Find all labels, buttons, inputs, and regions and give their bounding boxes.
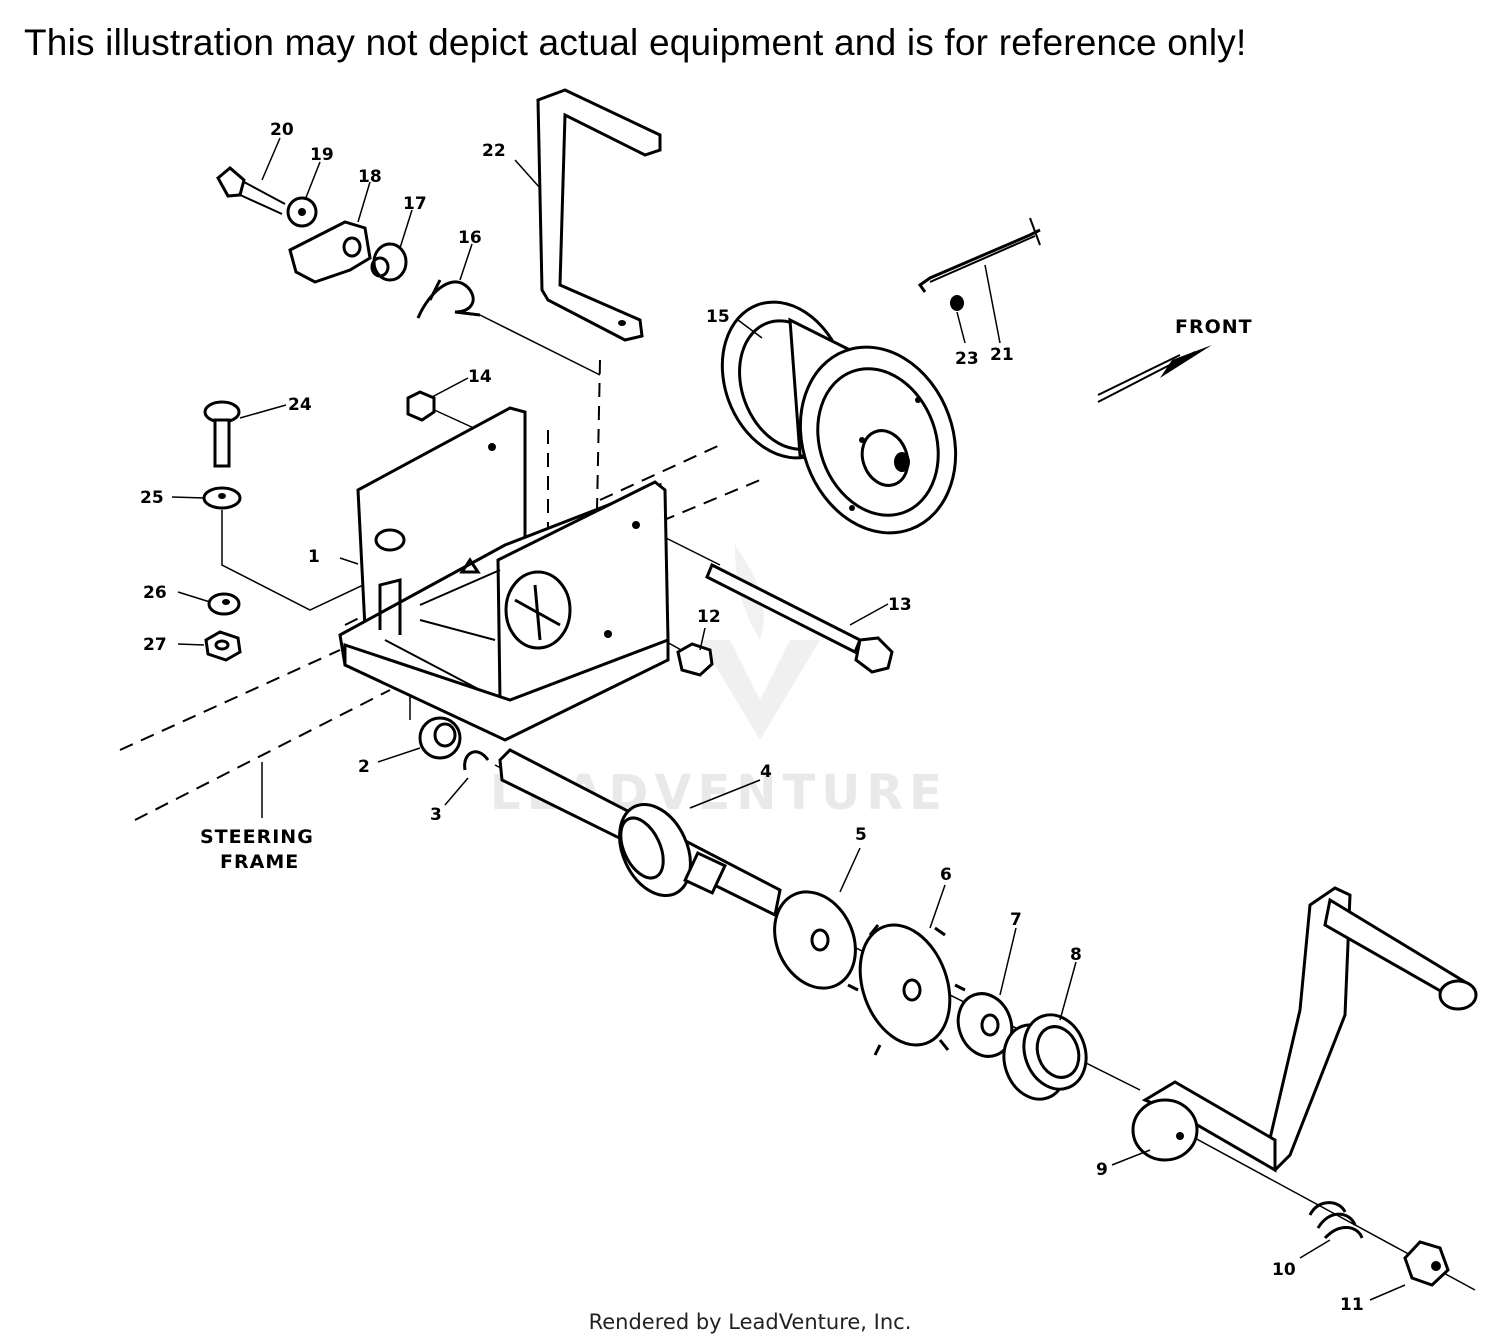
footer-credit: Rendered by LeadVenture, Inc. <box>588 1310 912 1334</box>
winch-drum <box>720 300 958 535</box>
bracket-frame <box>338 406 670 742</box>
handle-bracket <box>536 88 662 342</box>
bearing-8 <box>1002 1013 1088 1101</box>
callout-22: 22 <box>482 141 506 161</box>
nut-12 <box>676 642 714 677</box>
drive-shaft-4 <box>498 748 782 918</box>
nut-11 <box>1403 1240 1450 1287</box>
callout-10: 10 <box>1272 1260 1296 1280</box>
callout-19: 19 <box>310 145 334 165</box>
callout-20: 20 <box>270 120 294 140</box>
callout-numbers: 1 2 3 4 5 6 7 8 9 10 11 12 13 14 15 16 1… <box>140 120 1364 1315</box>
washer-25 <box>202 486 242 510</box>
callout-leaders <box>171 137 1406 1301</box>
spring-16 <box>416 279 481 319</box>
bolt-20 <box>216 166 286 215</box>
front-arrow <box>1097 345 1212 403</box>
washer-23 <box>950 295 964 311</box>
callout-27: 27 <box>143 635 167 655</box>
front-label: FRONT <box>1175 316 1253 338</box>
callout-7: 7 <box>1010 910 1022 930</box>
callout-16: 16 <box>458 228 482 248</box>
bushing-2 <box>418 716 462 760</box>
bolt-long <box>705 562 894 674</box>
washer-5 <box>773 890 857 990</box>
pawl-18 <box>288 220 372 284</box>
callout-14: 14 <box>468 367 492 387</box>
carriage-bolt-24 <box>203 400 241 468</box>
callout-3: 3 <box>430 805 442 825</box>
washer-19 <box>286 196 318 228</box>
spacer-17 <box>370 242 408 282</box>
disclaimer-text: This illustration may not depict actual … <box>24 22 1247 63</box>
callout-2: 2 <box>358 757 370 777</box>
nut-27 <box>204 630 242 662</box>
steering-frame-label-line2: FRAME <box>220 851 299 873</box>
callout-18: 18 <box>358 167 382 187</box>
callout-8: 8 <box>1070 945 1082 965</box>
lock-washer-26 <box>207 592 241 616</box>
sprocket-6 <box>847 923 966 1056</box>
washer-7 <box>956 992 1014 1058</box>
callout-11: 11 <box>1340 1295 1364 1315</box>
nut-14 <box>406 390 436 422</box>
callout-15: 15 <box>706 307 730 327</box>
callout-13: 13 <box>888 595 912 615</box>
spring-10 <box>1308 1201 1364 1240</box>
callout-5: 5 <box>855 825 867 845</box>
callout-12: 12 <box>697 607 721 627</box>
retainer-3 <box>463 750 490 771</box>
callout-24: 24 <box>288 395 312 415</box>
callout-1: 1 <box>308 547 320 567</box>
crank-handle-9 <box>1131 886 1478 1173</box>
callout-6: 6 <box>940 865 952 885</box>
callout-25: 25 <box>140 488 164 508</box>
callout-17: 17 <box>403 194 427 214</box>
callout-9: 9 <box>1096 1160 1108 1180</box>
steering-frame-label-line1: STEERING <box>200 826 314 848</box>
rod-21 <box>917 217 1041 293</box>
callout-23: 23 <box>955 349 979 369</box>
callout-26: 26 <box>143 583 167 603</box>
callout-4: 4 <box>760 762 772 782</box>
callout-21: 21 <box>990 345 1014 365</box>
